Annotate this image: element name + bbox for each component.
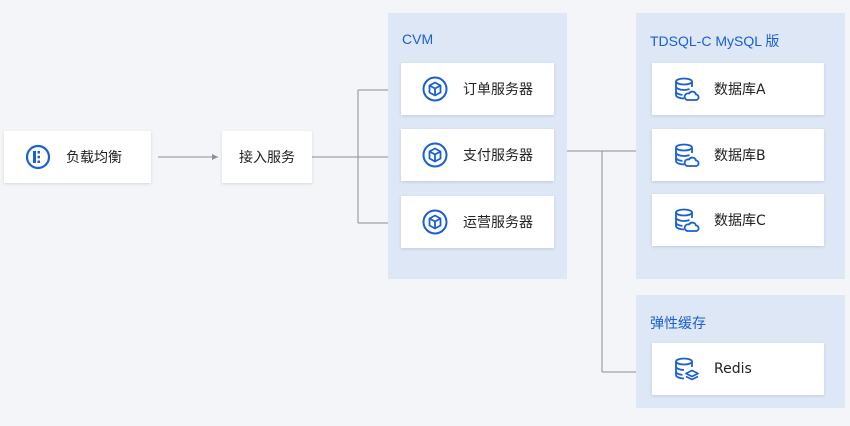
load-balancer-node[interactable]: 负载均衡: [4, 131, 151, 183]
cloud-database-icon: [675, 208, 700, 232]
load-balancer-label: 负载均衡: [66, 150, 122, 166]
server-label-order: 订单服务器: [463, 82, 533, 98]
server-label-payment: 支付服务器: [463, 148, 533, 164]
database-node-b[interactable]: 数据库B: [652, 129, 824, 181]
cvm-group-title: CVM: [402, 31, 434, 47]
load-balancer-icon: [25, 144, 51, 170]
redis-icon: [675, 357, 699, 381]
database-label-b: 数据库B: [714, 148, 766, 164]
cache-group-title: 弹性缓存: [650, 315, 706, 331]
access-service-label: 接入服务: [239, 150, 295, 166]
database-node-c[interactable]: 数据库C: [652, 194, 824, 246]
redis-label: Redis: [714, 361, 752, 377]
cloud-database-icon: [675, 77, 700, 101]
tdsql-group-title: TDSQL-C MySQL 版: [650, 33, 780, 49]
server-node-operations[interactable]: 运营服务器: [401, 196, 554, 248]
database-node-a[interactable]: 数据库A: [652, 63, 824, 115]
cloud-database-icon: [675, 143, 700, 167]
database-label-c: 数据库C: [714, 213, 766, 229]
server-node-payment[interactable]: 支付服务器: [401, 129, 554, 181]
access-service-node[interactable]: 接入服务: [222, 131, 312, 183]
redis-node[interactable]: Redis: [652, 343, 824, 395]
server-node-order[interactable]: 订单服务器: [401, 63, 554, 115]
cvm-server-icon: [422, 209, 448, 235]
cvm-server-icon: [422, 76, 448, 102]
server-label-operations: 运营服务器: [463, 215, 533, 231]
cvm-server-icon: [422, 142, 448, 168]
database-label-a: 数据库A: [714, 82, 766, 98]
